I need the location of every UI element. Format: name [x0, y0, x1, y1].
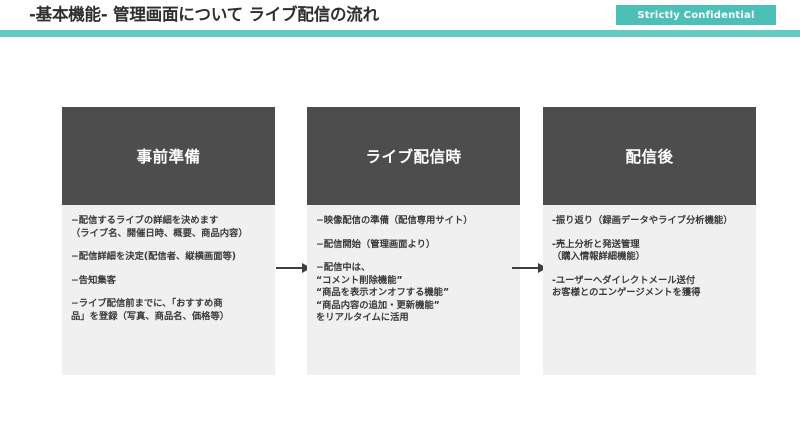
flow-stage-body: -振り返り（録画データやライブ分析機能） -売上分析と発送管理 （購入情報詳細機… — [543, 205, 756, 375]
flow-stage-body: −映像配信の準備（配信専用サイト） −配信開始（管理画面より） −配信中は、 “… — [307, 205, 520, 375]
list-item: −告知集客 — [71, 274, 116, 286]
arrow-head — [302, 263, 311, 273]
list-item: −配信中は、 “コメント削除機能” “商品を表示オンオフする機能” “商品内容の… — [316, 262, 450, 323]
list-item: −ライブ配信前までに、「おすすめ商 品」を登録（写真、商品名、価格等） — [71, 298, 230, 322]
flow-stage-preparation: 事前準備 −配信するライブの詳細を決めます （ライブ名、開催日時、概要、商品内容… — [62, 107, 275, 375]
flow-stage-header: 配信後 — [543, 107, 756, 205]
flow-stage-title: 事前準備 — [136, 148, 201, 166]
list-item: -ユーザーへダイレクトメール送付 お客様とのエンゲージメントを獲得 — [552, 274, 701, 299]
arrow-right-icon — [512, 263, 550, 273]
list-item: −映像配信の準備（配信専用サイト） — [316, 215, 473, 226]
flow-stage-body: −配信するライブの詳細を決めます （ライブ名、開催日時、概要、商品内容） −配信… — [62, 205, 275, 375]
flow-stage-live: ライブ配信時 −映像配信の準備（配信専用サイト） −配信開始（管理画面より） −… — [307, 107, 520, 375]
list-item: -売上分析と発送管理 （購入情報詳細機能） — [552, 238, 645, 263]
arrow-shaft — [512, 267, 540, 269]
flow-stage-title: ライブ配信時 — [365, 148, 462, 166]
slide-header: -基本機能- 管理画面について ライブ配信の流れ Strictly Confid… — [0, 0, 800, 30]
flow-stage-header: 事前準備 — [62, 107, 275, 205]
flow-stage-post: 配信後 -振り返り（録画データやライブ分析機能） -売上分析と発送管理 （購入情… — [543, 107, 756, 375]
page-title: -基本機能- 管理画面について ライブ配信の流れ — [29, 5, 379, 24]
process-flow-diagram: 事前準備 −配信するライブの詳細を決めます （ライブ名、開催日時、概要、商品内容… — [0, 107, 800, 377]
list-item: −配信するライブの詳細を決めます （ライブ名、開催日時、概要、商品内容） — [71, 215, 248, 239]
arrow-head — [538, 263, 547, 273]
flow-stage-header: ライブ配信時 — [307, 107, 520, 205]
list-item: −配信詳細を決定(配信者、縦横画面等) — [71, 251, 237, 262]
list-item: −配信開始（管理画面より） — [316, 238, 436, 250]
status-badge-confidential: Strictly Confidential — [616, 5, 776, 25]
header-divider — [0, 30, 800, 37]
arrow-shaft — [276, 267, 304, 269]
arrow-right-icon — [276, 263, 314, 273]
list-item: -振り返り（録画データやライブ分析機能） — [552, 215, 733, 226]
flow-stage-title: 配信後 — [625, 148, 674, 166]
